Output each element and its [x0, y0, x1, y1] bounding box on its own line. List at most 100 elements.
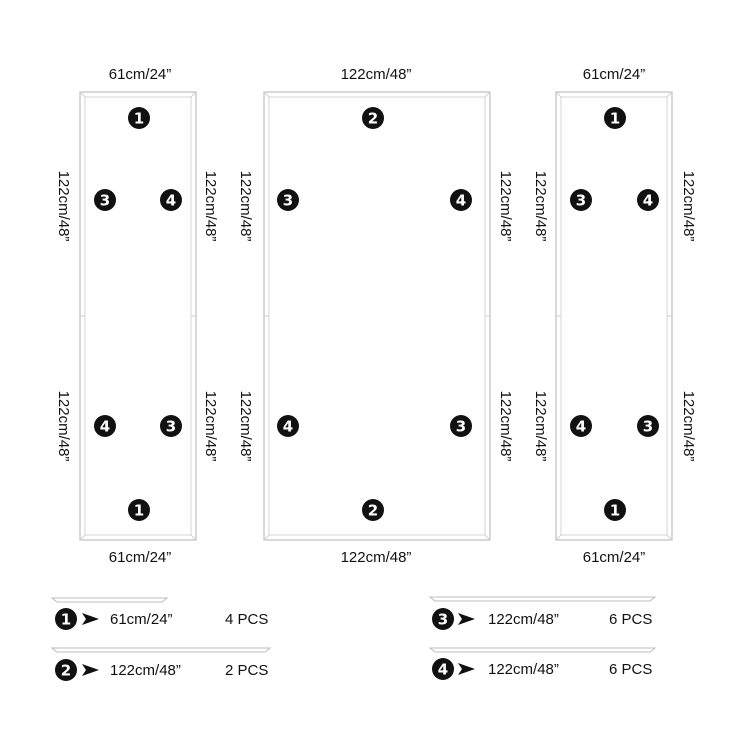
middle-frame-outer: [263, 91, 491, 541]
svg-text:3: 3: [456, 418, 466, 436]
legend-marker: 3: [438, 611, 448, 629]
svg-text:1: 1: [610, 110, 620, 128]
left-bottom-dimension: 61cm/24”: [109, 549, 172, 566]
legend-rail: [50, 647, 272, 653]
right-outer-lower-dimension: 122cm/48”: [532, 391, 549, 462]
svg-text:2: 2: [368, 110, 378, 128]
middle-outer-upper-dimension: 122cm/48”: [237, 171, 254, 242]
left-top-dimension: 61cm/24”: [109, 66, 172, 83]
middle-frame-corner: [263, 534, 270, 541]
right-frame-outer: [555, 91, 673, 541]
legend-qty: 6 PCS: [609, 611, 652, 628]
legend-item-2: 2 122cm/48” 2 PCS: [50, 647, 272, 681]
marker-4: 4: [160, 189, 182, 211]
marker-1: 1: [604, 499, 626, 521]
marker-3: 3: [94, 189, 116, 211]
marker-4: 4: [570, 415, 592, 437]
legend-qty: 6 PCS: [609, 661, 652, 678]
svg-text:3: 3: [100, 192, 110, 210]
legend-item-1: 1 61cm/24” 4 PCS: [50, 597, 268, 630]
svg-text:4: 4: [100, 418, 110, 436]
legend-marker: 1: [61, 611, 71, 629]
marker-3: 3: [570, 189, 592, 211]
svg-text:3: 3: [283, 192, 293, 210]
marker-3: 3: [450, 415, 472, 437]
legend-marker: 2: [61, 662, 71, 680]
right-frame-corner: [666, 91, 673, 98]
right-bottom-dimension: 61cm/24”: [583, 549, 646, 566]
marker-4: 4: [277, 415, 299, 437]
svg-text:4: 4: [283, 418, 293, 436]
marker-4: 4: [450, 189, 472, 211]
legend-rail: [428, 647, 657, 653]
legend-qty: 2 PCS: [225, 662, 268, 679]
legend-size: 122cm/48”: [488, 661, 559, 678]
svg-text:4: 4: [456, 192, 466, 210]
marker-3: 3: [160, 415, 182, 437]
right-inner-lower-dimension: 122cm/48”: [680, 391, 697, 462]
left-frame: [79, 91, 197, 541]
right-frame-corner: [666, 534, 673, 541]
arrow-icon: [458, 613, 475, 625]
legend-marker: 4: [438, 661, 448, 679]
arrow-icon: [82, 664, 99, 676]
marker-2: 2: [362, 107, 384, 129]
arrow-icon: [82, 613, 99, 625]
svg-text:4: 4: [576, 418, 586, 436]
left-inner-upper-dimension: 122cm/48”: [202, 171, 219, 242]
svg-text:3: 3: [643, 418, 653, 436]
middle-bottom-dimension: 122cm/48”: [341, 549, 412, 566]
middle-frame-corner: [484, 91, 491, 98]
right-frame-corner: [555, 534, 562, 541]
legend-item-4: 4 122cm/48” 6 PCS: [428, 647, 657, 680]
svg-text:4: 4: [643, 192, 653, 210]
left-frame-corner: [79, 534, 86, 541]
marker-3: 3: [277, 189, 299, 211]
legend-qty: 4 PCS: [225, 611, 268, 628]
legend-rail: [50, 597, 169, 603]
left-frame-corner: [190, 91, 197, 98]
marker-3: 3: [637, 415, 659, 437]
svg-text:1: 1: [610, 502, 620, 520]
legend-size: 122cm/48”: [488, 611, 559, 628]
middle-inner-lower-dimension: 122cm/48”: [497, 391, 514, 462]
legend-item-3: 3 122cm/48” 6 PCS: [428, 596, 657, 630]
arrow-icon: [458, 663, 475, 675]
marker-2: 2: [362, 499, 384, 521]
left-frame-outer: [79, 91, 197, 541]
middle-frame-corner: [263, 91, 270, 98]
svg-text:3: 3: [166, 418, 176, 436]
marker-4: 4: [637, 189, 659, 211]
svg-text:1: 1: [134, 502, 144, 520]
left-outer-lower-dimension: 122cm/48”: [55, 391, 72, 462]
marker-1: 1: [128, 107, 150, 129]
left-frame-corner: [190, 534, 197, 541]
right-inner-upper-dimension: 122cm/48”: [680, 171, 697, 242]
right-frame-corner: [555, 91, 562, 98]
marker-4: 4: [94, 415, 116, 437]
right-frame-inner: [560, 96, 668, 536]
left-outer-upper-dimension: 122cm/48”: [55, 171, 72, 242]
svg-text:2: 2: [368, 502, 378, 520]
legend-size: 122cm/48”: [110, 662, 181, 679]
svg-text:4: 4: [166, 192, 176, 210]
middle-frame: [263, 91, 491, 541]
legend-size: 61cm/24”: [110, 611, 173, 628]
left-frame-corner: [79, 91, 86, 98]
right-outer-upper-dimension: 122cm/48”: [532, 171, 549, 242]
svg-text:3: 3: [576, 192, 586, 210]
legend-rail: [428, 596, 657, 602]
marker-1: 1: [604, 107, 626, 129]
right-top-dimension: 61cm/24”: [583, 66, 646, 83]
right-frame: [555, 91, 673, 541]
left-inner-lower-dimension: 122cm/48”: [202, 391, 219, 462]
middle-frame-inner: [268, 96, 486, 536]
marker-1: 1: [128, 499, 150, 521]
left-frame-inner: [84, 96, 192, 536]
middle-top-dimension: 122cm/48”: [341, 66, 412, 83]
middle-inner-upper-dimension: 122cm/48”: [497, 171, 514, 242]
middle-frame-corner: [484, 534, 491, 541]
svg-text:1: 1: [134, 110, 144, 128]
middle-outer-lower-dimension: 122cm/48”: [237, 391, 254, 462]
